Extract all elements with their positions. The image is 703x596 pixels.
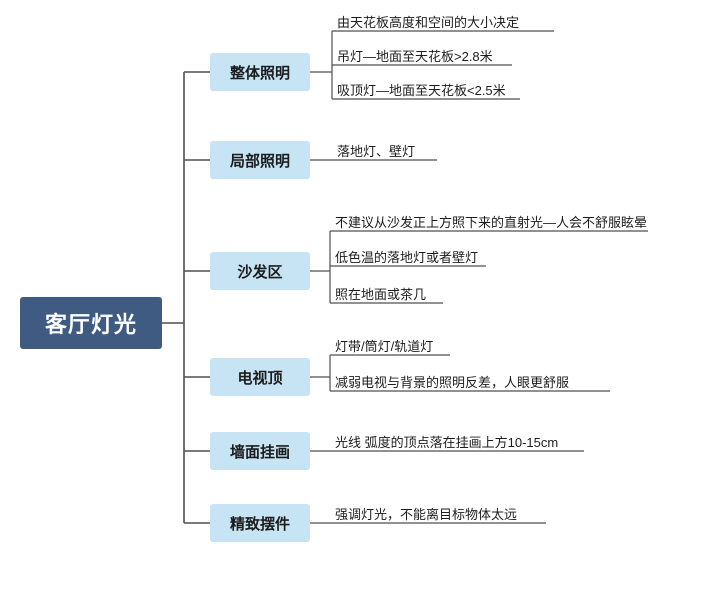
branch-node-4-label: 电视顶 [237, 369, 283, 387]
branch-node-1[interactable]: 整体照明 [210, 53, 310, 91]
leaf-node-3-2[interactable]: 低色温的落地灯或者壁灯 [335, 250, 479, 265]
leaf-node-1-3[interactable]: 吸顶灯—地面至天花板<2.5米 [337, 83, 506, 98]
leaf-node-3-1[interactable]: 不建议从沙发正上方照下来的直射光—人会不舒服眩晕 [335, 215, 648, 230]
branch-node-1-label: 整体照明 [229, 64, 290, 82]
leaf-node-5-1[interactable]: 光线 弧度的顶点落在挂画上方10-15cm [335, 435, 559, 450]
root-node[interactable]: 客厅灯光 [20, 297, 162, 349]
branch-node-2-label: 局部照明 [229, 152, 290, 170]
branch-node-5[interactable]: 墙面挂画 [210, 432, 310, 470]
branch-node-4[interactable]: 电视顶 [210, 358, 310, 396]
branch-node-2[interactable]: 局部照明 [210, 141, 310, 179]
branch-node-5-label: 墙面挂画 [229, 443, 290, 461]
branch-node-3-label: 沙发区 [237, 263, 283, 281]
branch-node-6-label: 精致摆件 [229, 515, 290, 533]
leaf-node-1-2[interactable]: 吊灯—地面至天花板>2.8米 [337, 49, 493, 64]
leaf-node-4-2[interactable]: 减弱电视与背景的照明反差，人眼更舒服 [335, 375, 570, 390]
leaf-node-6-1[interactable]: 强调灯光，不能离目标物体太远 [335, 507, 518, 522]
root-node-label: 客厅灯光 [44, 312, 137, 337]
leaf-node-3-3[interactable]: 照在地面或茶几 [335, 287, 427, 302]
leaf-node-4-1[interactable]: 灯带/筒灯/轨道灯 [335, 339, 434, 354]
leaf-node-1-1[interactable]: 由天花板高度和空间的大小决定 [337, 15, 520, 30]
branch-node-3[interactable]: 沙发区 [210, 252, 310, 290]
leaf-node-2-1[interactable]: 落地灯、壁灯 [337, 144, 416, 159]
branch-node-6[interactable]: 精致摆件 [210, 504, 310, 542]
